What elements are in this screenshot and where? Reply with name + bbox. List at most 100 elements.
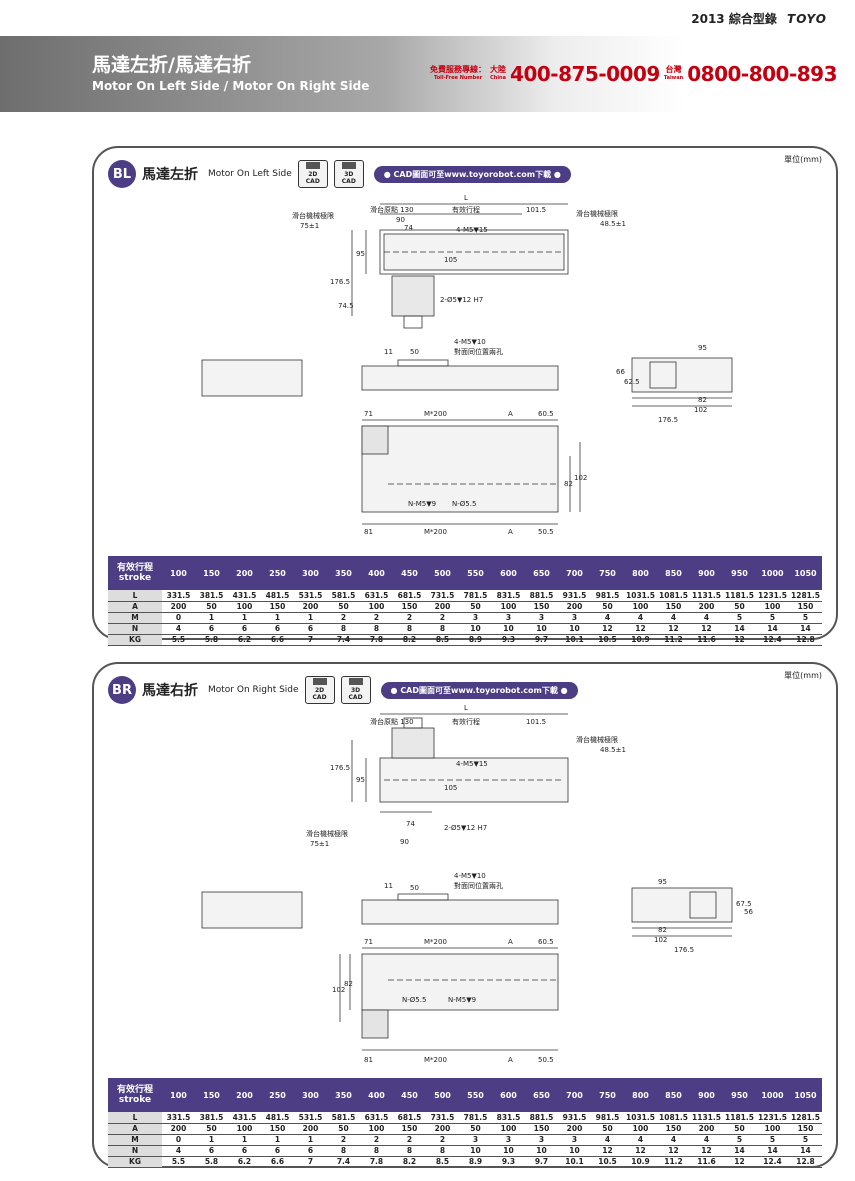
table-cell: 12 — [690, 1145, 723, 1157]
cad-download-link[interactable]: ● CAD圖面可至www.toyorobot.com下載 ● — [373, 165, 571, 183]
stroke-column-header: 1000 — [756, 556, 789, 590]
table-cell: 2 — [327, 1134, 360, 1146]
table-cell: 2 — [393, 612, 426, 624]
table-cell: 5.5 — [162, 1156, 195, 1168]
stroke-column-header: 1000 — [756, 1078, 789, 1112]
table-cell: 150 — [525, 601, 558, 613]
dim-left-limit: 滑台機械極限 — [292, 211, 334, 220]
table-cell: 1 — [195, 1134, 228, 1146]
dim-82: 82 — [344, 980, 353, 988]
table-cell: 50 — [591, 601, 624, 613]
dim-end-66: 66 — [616, 368, 625, 376]
dim-right-limit-val: 48.5±1 — [600, 746, 626, 754]
table-cell: 200 — [690, 601, 723, 613]
table-cell: 14 — [789, 623, 822, 635]
table-cell: 9.7 — [525, 634, 558, 646]
row-label: L — [108, 590, 162, 602]
table-cell: 531.5 — [294, 1112, 327, 1124]
dim-74: 74 — [406, 820, 415, 828]
table-cell: 150 — [789, 601, 822, 613]
dim-m5-15: 4-M5▼15 — [456, 226, 488, 234]
table-cell: 100 — [228, 601, 261, 613]
table-cell: 200 — [558, 601, 591, 613]
table-cell: 6.2 — [228, 634, 261, 646]
table-cell: 481.5 — [261, 590, 294, 602]
table-cell: 981.5 — [591, 590, 624, 602]
table-cell: 0 — [162, 612, 195, 624]
table-cell: 200 — [294, 1123, 327, 1135]
dim-90: 90 — [400, 838, 409, 846]
table-cell: 100 — [492, 601, 525, 613]
dim-176-5: 176.5 — [330, 764, 350, 772]
table-cell: 531.5 — [294, 590, 327, 602]
dim-74: 74 — [404, 224, 413, 232]
table-cell: 50 — [723, 601, 756, 613]
dim-11: 11 — [384, 348, 393, 356]
dim-pin: 2-Ø5▼12 H7 — [444, 824, 487, 832]
stroke-column-header: 1050 — [789, 1078, 822, 1112]
table-cell: 2 — [327, 612, 360, 624]
taiwan-number[interactable]: 0800-800-893 — [687, 62, 837, 86]
table-cell: 50 — [195, 601, 228, 613]
table-cell: 6 — [195, 1145, 228, 1157]
table-cell: 200 — [426, 601, 459, 613]
table-cell: 50 — [591, 1123, 624, 1135]
dim-176-5: 176.5 — [330, 278, 350, 286]
dim-end-102: 102 — [654, 936, 667, 944]
table-cell: 681.5 — [393, 1112, 426, 1124]
dim-101-5: 101.5 — [526, 206, 546, 214]
table-cell: 10 — [459, 1145, 492, 1157]
dim-81: 81 — [364, 528, 373, 536]
table-cell: 1 — [228, 612, 261, 624]
stroke-column-header: 800 — [624, 556, 657, 590]
table-cell: 12.8 — [789, 634, 822, 646]
table-cell: 6 — [294, 623, 327, 635]
stroke-column-header: 950 — [723, 1078, 756, 1112]
table-cell: 10.5 — [591, 634, 624, 646]
stroke-column-header: 750 — [591, 556, 624, 590]
table-cell: 781.5 — [459, 1112, 492, 1124]
china-number[interactable]: 400-875-0009 — [510, 62, 660, 86]
table-cell: 381.5 — [195, 590, 228, 602]
dim-stroke: 有效行程 — [452, 205, 480, 214]
table-cell: 831.5 — [492, 590, 525, 602]
stroke-column-header: 850 — [657, 556, 690, 590]
table-cell: 8 — [360, 1145, 393, 1157]
table-cell: 150 — [393, 601, 426, 613]
table-cell: 100 — [492, 1123, 525, 1135]
dim-50: 50 — [410, 884, 419, 892]
panel-subtitle: Motor On Left Side — [208, 169, 292, 179]
table-cell: 1181.5 — [723, 1112, 756, 1124]
table-cell: 8.9 — [459, 634, 492, 646]
table-cell: 631.5 — [360, 590, 393, 602]
table-cell: 10 — [558, 1145, 591, 1157]
stroke-column-header: 500 — [426, 1078, 459, 1112]
cad-download-link[interactable]: ● CAD圖面可至www.toyorobot.com下載 ● — [380, 681, 578, 699]
table-cell: 5 — [789, 612, 822, 624]
table-cell: 8.5 — [426, 634, 459, 646]
dim-74-5: 74.5 — [338, 302, 354, 310]
stroke-column-header: 400 — [360, 1078, 393, 1112]
dim-right-limit-val: 48.5±1 — [600, 220, 626, 228]
page-title: 馬達左折/馬達右折 — [92, 54, 251, 76]
table-cell: 14 — [723, 623, 756, 635]
dim-71: 71 — [364, 410, 373, 418]
table-cell: 3 — [459, 1134, 492, 1146]
table-cell: 12 — [624, 623, 657, 635]
catalog-header: 2013 綜合型錄 TOYO — [691, 10, 827, 27]
table-cell: 331.5 — [162, 590, 195, 602]
table-cell: 1 — [228, 1134, 261, 1146]
table-cell: 731.5 — [426, 590, 459, 602]
dim-m200b: M*200 — [424, 528, 447, 536]
dim-101-5: 101.5 — [526, 718, 546, 726]
table-cell: 2 — [360, 612, 393, 624]
